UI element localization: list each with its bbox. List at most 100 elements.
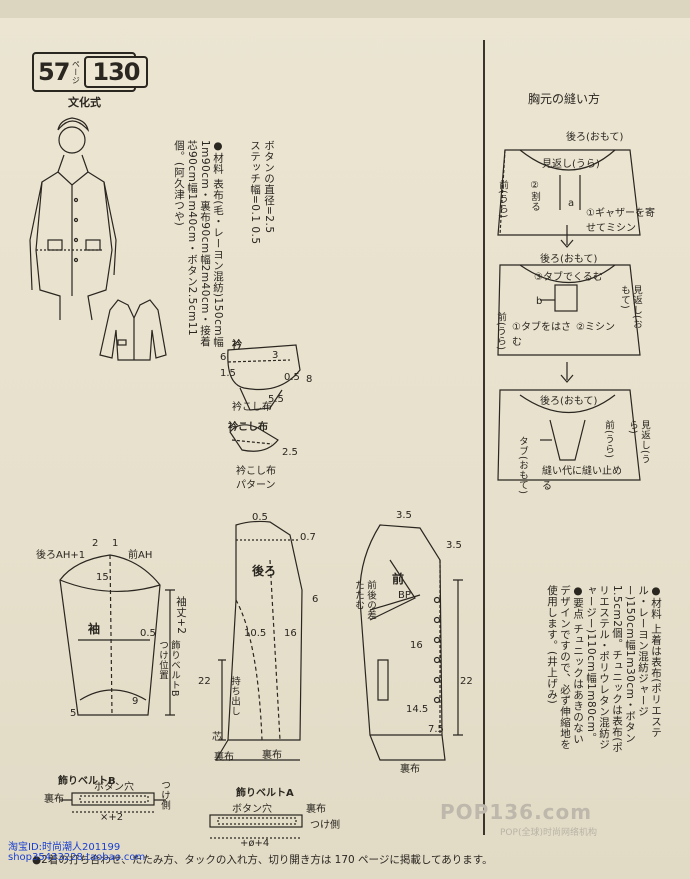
sleeve-belt-note: 飾りベルトB つけ位置: [157, 640, 180, 698]
sleeve-num-15: 15: [96, 572, 109, 583]
step2-front-in: 前(うら): [495, 312, 506, 351]
back-lining-2: 裏布: [262, 750, 282, 761]
sleeve-drawing: [59, 554, 175, 716]
collar-stand-title: 衿こし布: [228, 422, 268, 433]
page-unit: ページ: [71, 60, 81, 84]
belt-b-attach: つけ側: [159, 780, 170, 810]
collar-dim-25: 2.5: [282, 447, 298, 458]
materials-left: ●材料 表布(毛・レーヨン混紡)150cm幅1m90cm・裏布90cm幅2m40…: [173, 140, 224, 348]
sleeve-back-ah: 後ろAH+1: [36, 550, 86, 561]
front-label: 前: [392, 572, 405, 586]
front-num-35b: 3.5: [446, 540, 462, 551]
front-num-35: 3.5: [396, 510, 412, 521]
sleeve-length: 袖丈+2: [175, 596, 187, 635]
page-to: 130: [84, 56, 148, 88]
step3-tab-out: タブ(おもて): [517, 436, 528, 495]
step1-gather: ①ギャザーを寄せてミシン: [586, 208, 655, 234]
back-num-16: 16: [284, 628, 297, 639]
belt-b-lining: 裏布: [44, 794, 64, 805]
front-num-145: 14.5: [406, 704, 429, 715]
belt-a-attach: つけ側: [310, 820, 340, 831]
arrow-1: [560, 225, 574, 248]
back-num-07: 0.7: [300, 532, 316, 543]
back-num-05: 0.5: [252, 512, 268, 523]
back-label: 後ろ: [252, 564, 277, 578]
front-length: 22: [460, 676, 473, 687]
back-side: 芯: [212, 732, 222, 743]
step2-back-out: 後ろ(おもて): [540, 254, 598, 265]
back-pleat: 持ち出し: [229, 676, 240, 716]
collar-num-6: 6: [220, 352, 227, 363]
pattern-style: 文化式: [68, 96, 101, 109]
model-illustration: [29, 117, 117, 321]
belt-b-drawing: [60, 792, 166, 813]
belt-a-drawing: [209, 814, 303, 839]
site-logo-sub: POP(全球)时尚网络机构: [500, 828, 597, 838]
front-dart-note: 前後の差 たたむ: [353, 580, 376, 620]
front-num-75: 7.5: [428, 724, 444, 735]
site-logo: POP136.com: [440, 800, 593, 824]
neckline-title: 胸元の縫い方: [528, 92, 601, 106]
collar-drawing: [227, 344, 301, 452]
arrow-2: [560, 362, 574, 383]
step1-cut: ②割る: [529, 180, 540, 212]
collar-stand-pattern-1: 衿こし布: [236, 466, 276, 477]
footer-note: ●2着の打ち合わせ、たたみ方、タックの入れ方、切り開き方は 170 ページに掲載…: [32, 854, 493, 866]
neckline-step-3: [497, 389, 641, 481]
front-bp: BP: [398, 590, 411, 601]
step2-tab-clip: ①タブをはさむ: [512, 322, 571, 348]
sleeve-num-2: 2: [92, 538, 99, 549]
front-lining: 裏布: [400, 764, 420, 775]
watermark-shop-id: 淘宝ID:时尚潮人201199: [8, 842, 121, 853]
belt-b-title: 飾りベルトB: [58, 776, 116, 787]
sleeve-label: 袖: [88, 622, 101, 636]
front-body-drawing: [359, 524, 463, 761]
step2-tab: ③タブでくるむ: [534, 272, 603, 283]
back-body-drawing: [214, 520, 303, 761]
belt-a-buttonhole: ボタン穴: [232, 804, 272, 815]
sleeve-num-1: 1: [112, 538, 119, 549]
flat-sketch: [99, 299, 167, 361]
belt-b-buttonhole: ボタン穴: [94, 782, 134, 793]
watermark-shop-url: shop35433228.taobao.com: [8, 852, 146, 863]
belt-a-title: 飾りベルトA: [236, 788, 294, 799]
belt-a-dims: +ø+4: [240, 838, 270, 849]
step3-facing-in: 見返し(うら): [627, 420, 650, 465]
neckline-step-2: [497, 264, 641, 356]
step1-facing-in: 見返し(うら): [542, 159, 600, 170]
front-num-16: 16: [410, 640, 423, 651]
back-num-6: 6: [312, 594, 319, 605]
sleeve-num-5: 5: [70, 708, 77, 719]
step3-front-in: 前(うら): [603, 420, 614, 459]
back-num-105: 10.5: [244, 628, 267, 639]
column-divider: [483, 40, 485, 835]
sleeve-num-9: 9: [132, 696, 139, 707]
materials-right: ●材料 上着は表布(ポリエステル・レーヨン混紡ジャージー)150cm幅1m30c…: [546, 585, 662, 753]
step3-back-out: 後ろ(おもて): [540, 396, 598, 407]
page-number-badge: 57 ページ 130: [32, 52, 148, 92]
step3-stop: 縫い代に縫い止める: [542, 466, 622, 492]
button-diameter-note: ボタンの直径=2.5: [263, 140, 275, 234]
belt-a-lining: 裏布: [306, 804, 326, 815]
belt-b-dims: ×+2: [100, 812, 124, 823]
step2-machine: ②ミシン: [576, 322, 615, 333]
page-from: 57: [38, 58, 70, 86]
step2-letter: b: [536, 296, 543, 307]
collar-title: 衿: [232, 340, 242, 351]
step1-back-out: 後ろ(おもて): [566, 132, 624, 143]
sleeve-num-05: 0.5: [140, 628, 156, 639]
collar-num-8: 8: [306, 374, 313, 385]
sleeve-front-ah: 前AH: [128, 550, 153, 561]
collar-num-3: 3: [272, 350, 279, 361]
step1-letter: a: [568, 198, 575, 209]
step2-facing-out: 見返し(おもて): [619, 285, 642, 330]
collar-num-55: 5.5: [268, 394, 284, 405]
step1-front-in: 前(うら): [497, 180, 508, 219]
collar-num-15: 1.5: [220, 368, 236, 379]
collar-stand-pattern-2: パターン: [236, 480, 276, 491]
stitch-width-note: ステッチ幅=0.1 0.5: [249, 140, 261, 245]
collar-num-05: 0.5: [284, 372, 300, 383]
collar-stand-label: 衿こし布: [232, 402, 272, 413]
